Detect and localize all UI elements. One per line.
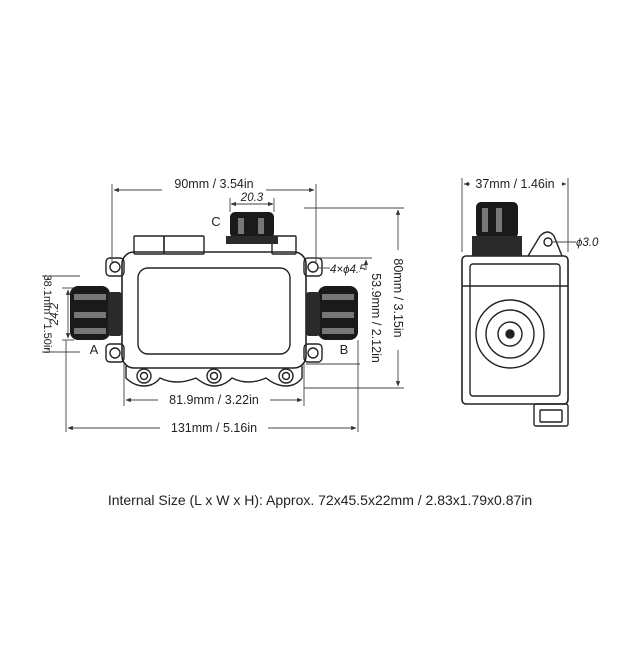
dim-gland-c-width: 20.3	[240, 192, 264, 204]
box-lid	[137, 267, 291, 355]
dim-gland-diameter: 24.2	[49, 302, 61, 326]
dim-total-width: 131mm / 5.16in	[171, 421, 257, 435]
box-body	[121, 251, 307, 369]
port-b-label: B	[340, 342, 349, 357]
side-gland-top	[472, 202, 522, 256]
dim-side-depth: 37mm / 1.46in	[475, 177, 554, 191]
dim-inner-height: 53.9mm / 2.12in	[369, 273, 383, 363]
dim-inner-width: 81.9mm / 3.22in	[169, 393, 259, 407]
dim-hole-diameter: ϕ3.0	[576, 237, 599, 249]
cable-gland-a	[70, 286, 122, 340]
port-c-label: C	[211, 214, 220, 229]
cable-gland-b	[306, 286, 358, 340]
port-a-label: A	[90, 342, 99, 357]
dim-mount-holes: 4×ϕ4.5	[330, 264, 366, 276]
front-view	[105, 235, 323, 387]
dim-side-height: 38.1mm / 1.50in	[41, 275, 53, 354]
dim-top-width: 90mm / 3.54in	[174, 177, 253, 191]
side-view	[461, 255, 569, 427]
dim-total-height: 80mm / 3.15in	[391, 258, 405, 337]
cable-gland-c	[226, 212, 278, 244]
side-hole-tab	[527, 231, 563, 257]
internal-size-caption: Internal Size (L x W x H): Approx. 72x45…	[107, 492, 533, 508]
